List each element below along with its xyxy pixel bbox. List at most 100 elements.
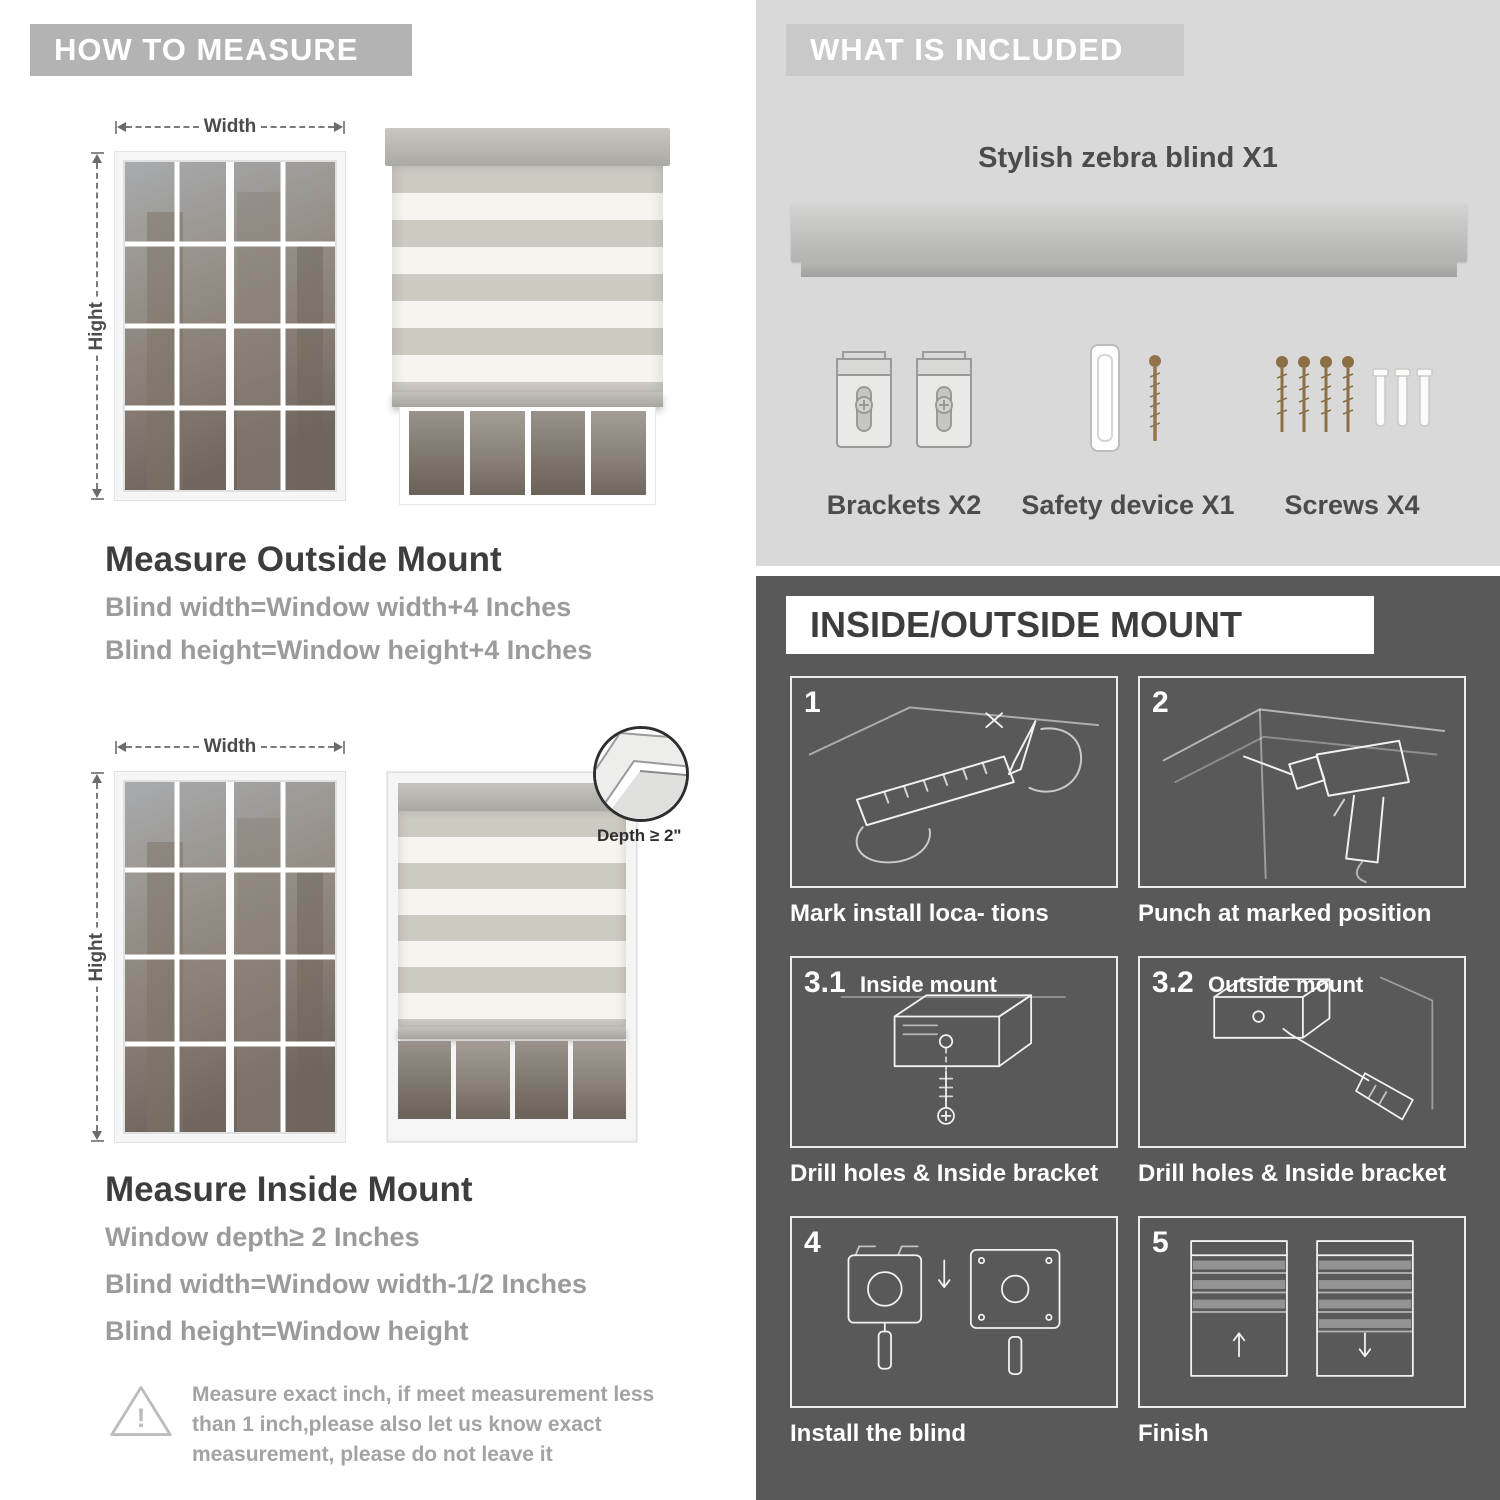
arrow-tick — [90, 772, 104, 774]
safety-device-label: Safety device X1 — [1021, 490, 1235, 520]
step-3-1-box: 3.1 Inside mount — [790, 956, 1118, 1148]
step-4-box: 4 — [790, 1216, 1118, 1408]
arrowhead-up-icon — [92, 154, 102, 163]
blind-cassette — [385, 128, 670, 166]
arrowhead-left-icon — [117, 742, 126, 752]
step-illustration-mark-locations — [808, 706, 1100, 864]
dashed-line — [126, 746, 199, 748]
step-caption: Punch at marked position — [1138, 900, 1432, 927]
what-is-included-header: WHAT IS INCLUDED — [786, 24, 1184, 76]
depth-label: Depth ≥ 2" — [597, 826, 682, 845]
dashed-line — [96, 783, 98, 928]
step-5-box: 5 — [1138, 1216, 1466, 1408]
zebra-blind-illustration-inside — [387, 772, 637, 1142]
zebra-blind-headrail-image — [791, 204, 1467, 277]
measurement-warning: ! Measure exact inch, if meet measuremen… — [108, 1380, 656, 1469]
arrow-tick — [90, 498, 104, 501]
screws-icon — [1276, 356, 1433, 432]
arrowhead-right-icon — [334, 742, 343, 752]
outside-mount-line1: Blind width=Window width+4 Inches — [105, 592, 572, 622]
blind-stripes — [398, 811, 626, 1027]
window-pane — [409, 411, 464, 495]
outside-mount-diagram: Width Hight — [85, 112, 685, 516]
window-pane — [398, 1041, 452, 1119]
height-label: Hight — [86, 927, 107, 987]
inside-outside-mount-header: INSIDE/OUTSIDE MOUNT — [786, 596, 1374, 654]
warning-icon: ! — [110, 1386, 172, 1436]
step-caption: Mark install loca- tions — [790, 900, 1049, 927]
dashed-line — [126, 126, 199, 128]
height-arrow: Hight — [86, 772, 107, 1143]
zebra-blind-label: Stylish zebra blind X1 — [978, 142, 1278, 174]
brackets-icon-wrap — [829, 326, 979, 478]
arrowhead-right-icon — [334, 122, 343, 132]
step-3-2: 3.2 Outside mount Dril — [1138, 956, 1466, 1188]
step-3-2-box: 3.2 Outside mount — [1138, 956, 1466, 1148]
included-item-brackets: Brackets X2 — [792, 326, 1016, 521]
window-below-blind — [399, 407, 656, 505]
width-arrow: Width — [115, 737, 345, 757]
frame-corner-zoom-icon — [596, 729, 686, 819]
inside-mount-line2: Blind width=Window width-1/2 Inches — [105, 1269, 588, 1299]
arrowhead-left-icon — [117, 122, 126, 132]
installation-steps: 1 Mark install loca- tions — [790, 676, 1466, 1448]
step-illustration-drill — [1162, 708, 1446, 884]
arrowhead-down-icon — [92, 489, 102, 499]
arrow-tick — [343, 120, 345, 134]
brackets-label: Brackets X2 — [826, 490, 982, 520]
dashed-line — [96, 163, 98, 297]
warning-text: Measure exact inch, if meet measurement … — [192, 1383, 655, 1466]
width-label: Width — [198, 117, 262, 137]
step-caption: Drill holes & Inside bracket — [1138, 1160, 1447, 1187]
depth-callout-circle — [593, 726, 689, 822]
step-caption: Finish — [1138, 1420, 1209, 1447]
step-2: 2 Punch at marked po — [1138, 676, 1466, 928]
window-pane — [530, 411, 586, 495]
width-label: Width — [198, 737, 262, 757]
window-pane — [514, 1041, 568, 1119]
step-title: Outside mount — [1208, 972, 1364, 997]
step-caption: Install the blind — [790, 1420, 967, 1447]
window-below-blind — [398, 1041, 626, 1119]
step-4: 4 — [790, 1216, 1118, 1448]
step-caption: Drill holes & Inside bracket — [790, 1160, 1099, 1187]
dashed-line — [261, 126, 334, 128]
how-to-measure-header: HOW TO MEASURE — [30, 24, 412, 76]
inside-mount-diagram: Width Hight — [85, 726, 705, 1172]
outside-mount-title: Measure Outside Mount — [105, 540, 502, 579]
window-pane — [591, 411, 646, 495]
step-1: 1 Mark install loca- tions — [790, 676, 1118, 928]
step-5: 5 — [1138, 1216, 1466, 1448]
inside-outside-mount-panel: INSIDE/OUTSIDE MOUNT 1 — [756, 576, 1500, 1500]
step-number: 2 — [1152, 686, 1169, 719]
screws-icon-wrap — [1268, 326, 1436, 478]
zebra-blind-illustration-outside — [385, 128, 670, 505]
included-item-safety-device: Safety device X1 — [1016, 326, 1240, 521]
blind-cassette — [398, 783, 626, 811]
blind-bottom-rail — [392, 392, 663, 407]
step-illustration-outside-bracket — [1213, 976, 1434, 1121]
screws-label: Screws X4 — [1284, 490, 1420, 520]
arrow-tick — [90, 152, 104, 154]
step-3-1: 3.1 Inside mount — [790, 956, 1118, 1188]
step-number: 4 — [804, 1226, 821, 1259]
inside-mount-title: Measure Inside Mount — [105, 1170, 473, 1209]
arrowhead-up-icon — [92, 774, 102, 783]
window-pane — [456, 1041, 510, 1119]
step-illustration-install-blind — [847, 1245, 1061, 1375]
dashed-line — [96, 355, 98, 490]
width-arrow: Width — [115, 117, 345, 137]
height-label: Hight — [86, 296, 107, 356]
step-number: 5 — [1152, 1226, 1169, 1259]
arrow-tick — [115, 120, 117, 134]
window-pane — [469, 411, 525, 495]
dashed-line — [96, 986, 98, 1132]
safety-device-icon-wrap — [1063, 326, 1193, 478]
step-number: 3.2 — [1152, 966, 1194, 999]
step-illustration-finish — [1190, 1240, 1414, 1377]
height-arrow: Hight — [86, 152, 107, 501]
inside-mount-line3: Blind height=Window height — [105, 1316, 469, 1346]
included-item-screws: Screws X4 — [1240, 326, 1464, 521]
included-items: Brackets X2 Safety device X1 — [792, 326, 1464, 521]
window-illustration — [115, 152, 345, 500]
